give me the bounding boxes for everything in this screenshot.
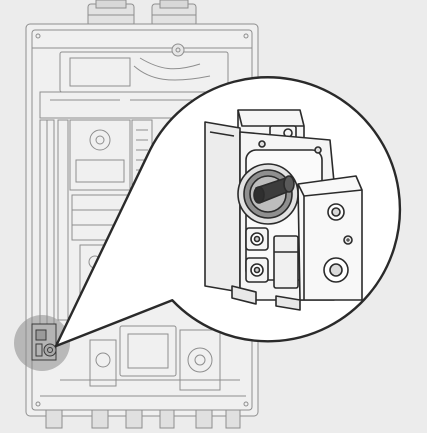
solenoid-plunger bbox=[253, 175, 295, 204]
gas-valve-component bbox=[204, 109, 363, 311]
bottom-pipe-connectors bbox=[45, 409, 241, 429]
top-vent-connectors bbox=[87, 0, 197, 27]
gas-valve-location-highlight bbox=[14, 315, 70, 371]
magnified-callout bbox=[54, 76, 402, 348]
